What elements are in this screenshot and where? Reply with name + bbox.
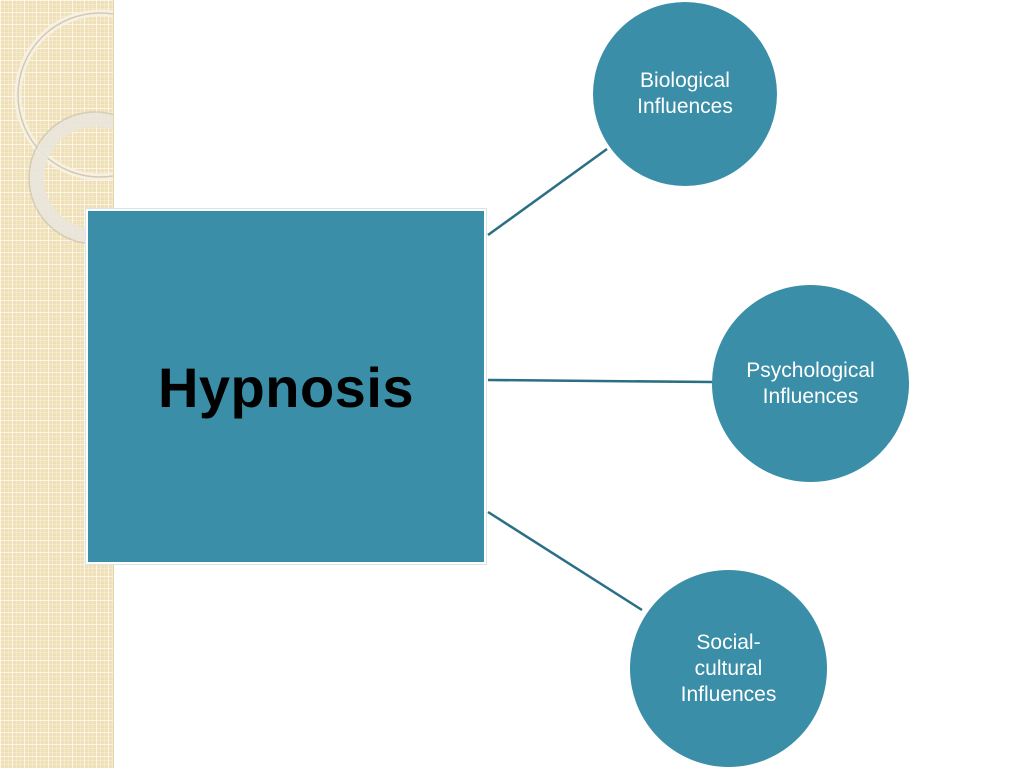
node-label: Psychological Influences [746, 358, 875, 408]
node-psychological-influences: Psychological Influences [712, 285, 909, 482]
node-social-cultural-influences: Social- cultural Influences [630, 570, 827, 767]
node-label: Biological Influences [637, 69, 733, 118]
node-label: Social- cultural Influences [680, 630, 777, 706]
central-topic-box: Hypnosis [86, 209, 486, 564]
node-biological-influences: Biological Influences [593, 2, 777, 186]
central-topic-label: Hypnosis [157, 356, 415, 419]
connector-social-cultural [487, 510, 643, 612]
connector-biological [487, 147, 608, 237]
connector-psychological [487, 378, 713, 384]
